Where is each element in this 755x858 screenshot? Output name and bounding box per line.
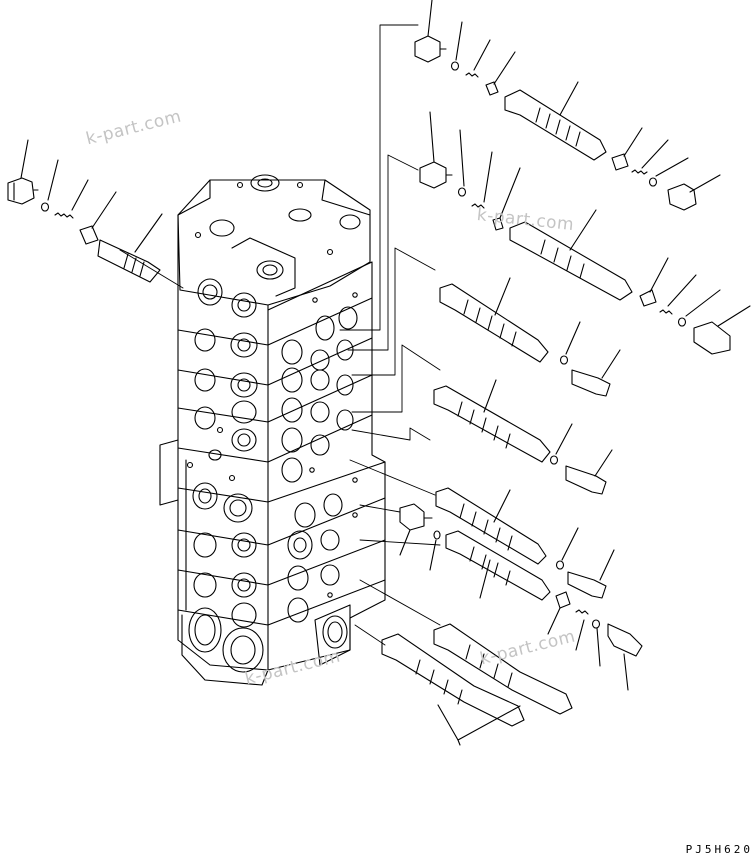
control-valve-body	[159, 174, 386, 686]
bottom-spool-group	[381, 623, 573, 746]
left-spool-group	[7, 139, 163, 283]
middle-spool-group	[399, 277, 643, 691]
leader-lines	[119, 24, 441, 646]
upper-spool-group-1	[414, 0, 721, 211]
upper-spool-group-2	[419, 111, 751, 355]
diagram-code-label: PJ5H620	[685, 843, 753, 856]
